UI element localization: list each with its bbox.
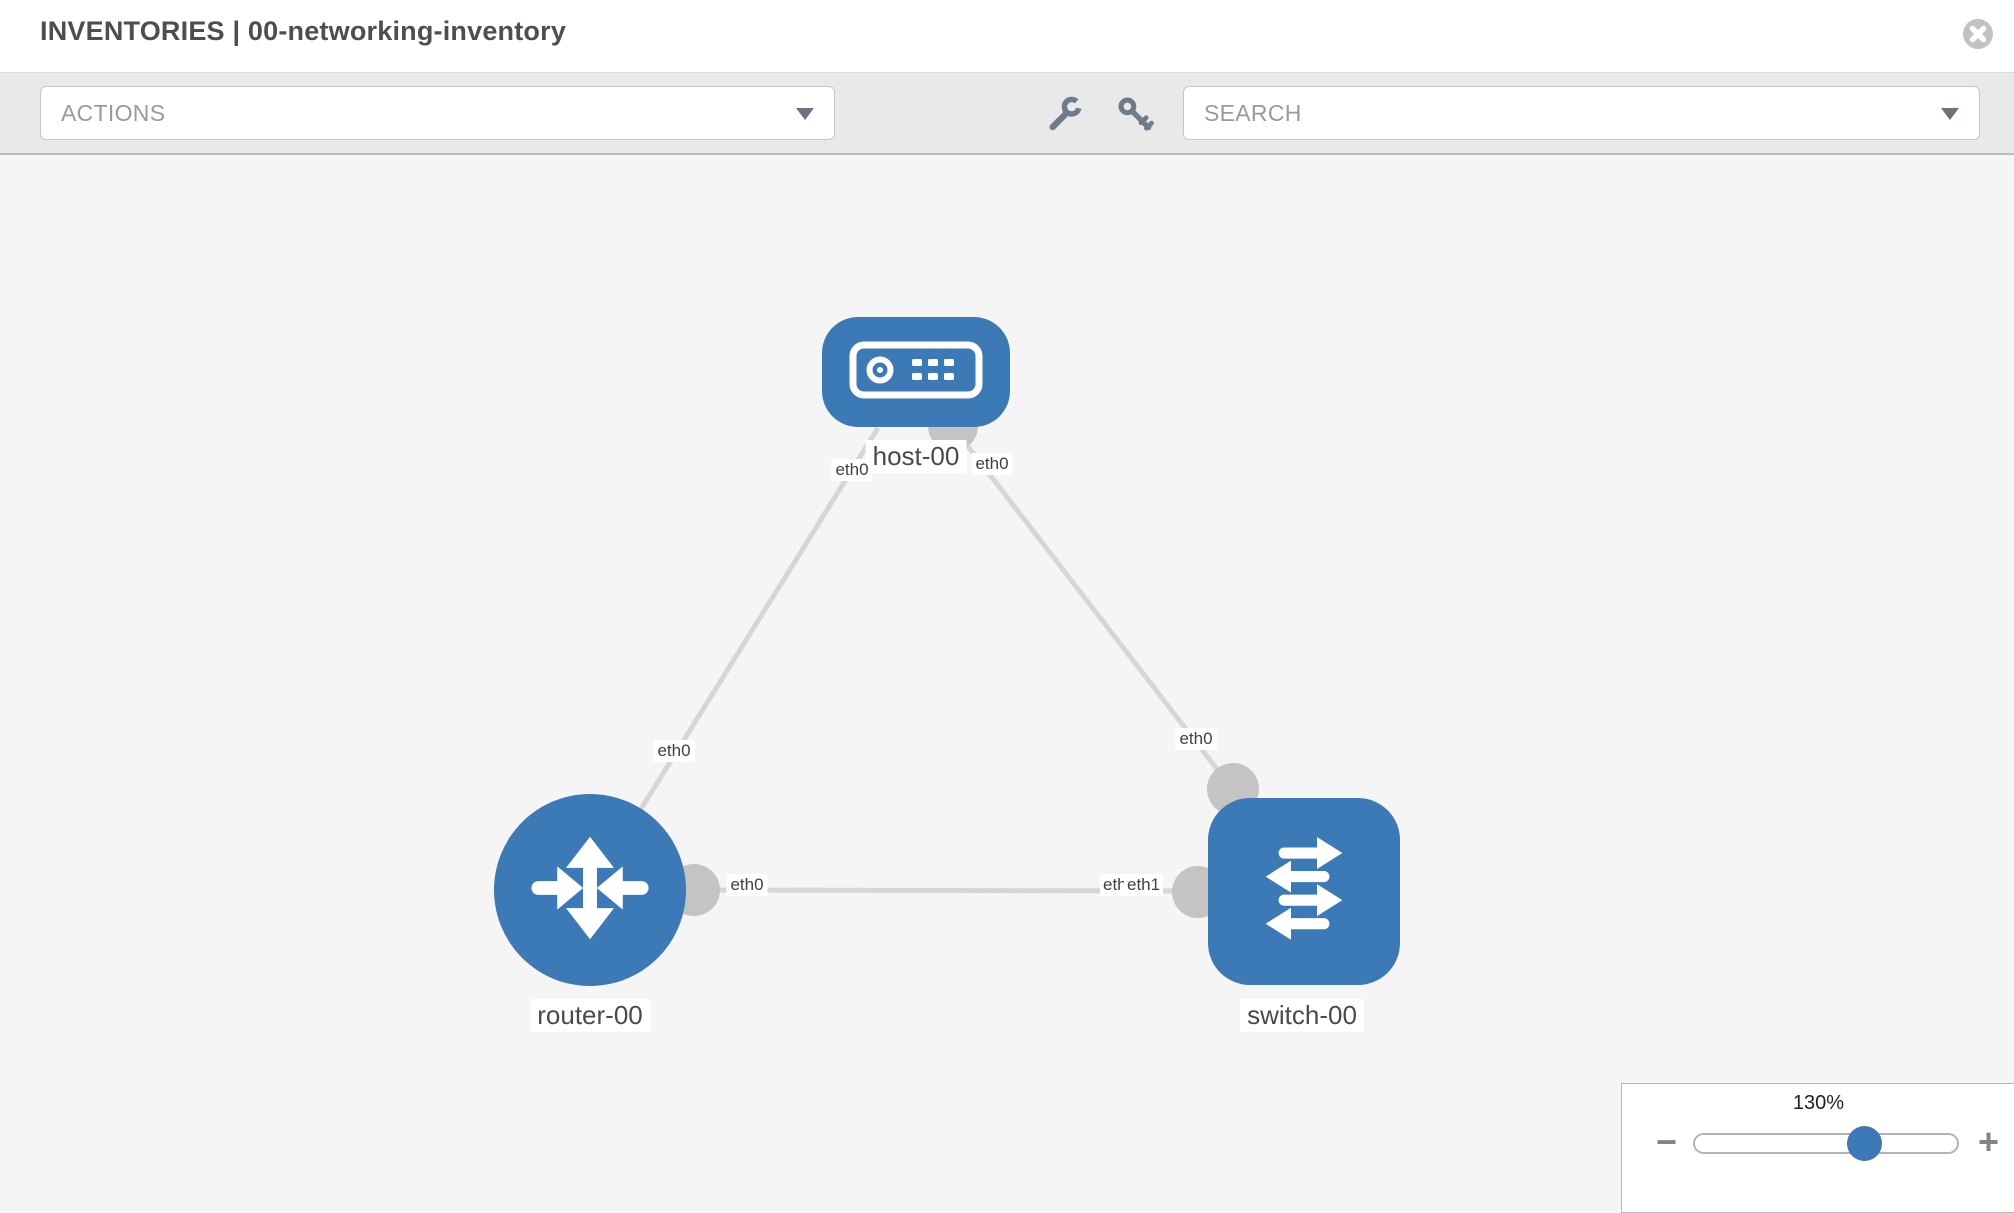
toolbar: ACTIONS SEARCH bbox=[0, 73, 2014, 155]
node-label-switch-00: switch-00 bbox=[1240, 999, 1364, 1032]
interface-label-switch-left-eth1: eth1 bbox=[1124, 874, 1164, 896]
zoom-panel: 130% − + bbox=[1621, 1083, 2014, 1213]
zoom-slider-thumb[interactable] bbox=[1847, 1126, 1882, 1161]
interface-label-switch-top: eth0 bbox=[1175, 728, 1217, 750]
zoom-slider-track[interactable] bbox=[1693, 1133, 1959, 1154]
node-label-router-00: router-00 bbox=[530, 999, 650, 1032]
zoom-in-button[interactable]: + bbox=[1978, 1121, 2000, 1162]
interface-label-host-right: eth0 bbox=[971, 453, 1013, 475]
zoom-out-button[interactable]: − bbox=[1656, 1121, 1678, 1162]
interface-label-router-uplink: eth0 bbox=[653, 740, 695, 762]
chevron-down-icon bbox=[1941, 108, 1959, 120]
node-switch-00[interactable] bbox=[1208, 798, 1400, 985]
search-dropdown[interactable]: SEARCH bbox=[1183, 86, 1980, 140]
zoom-level-readout: 130% bbox=[1792, 1092, 1845, 1114]
search-placeholder: SEARCH bbox=[1204, 99, 1302, 126]
node-router-00[interactable] bbox=[494, 794, 686, 986]
page-title: INVENTORIES | 00-networking-inventory bbox=[40, 16, 567, 46]
chevron-down-icon bbox=[796, 108, 814, 120]
interface-label-router-right: eth0 bbox=[726, 874, 768, 896]
link-host-router bbox=[605, 426, 881, 864]
host-icon bbox=[849, 341, 983, 404]
router-icon bbox=[527, 825, 653, 956]
switch-icon bbox=[1242, 827, 1366, 956]
actions-dropdown-label: ACTIONS bbox=[61, 99, 166, 126]
actions-dropdown[interactable]: ACTIONS bbox=[40, 86, 835, 140]
close-icon[interactable] bbox=[1962, 18, 1994, 50]
interface-label-host-left: eth0 bbox=[831, 459, 873, 481]
key-icon[interactable] bbox=[1116, 95, 1154, 133]
interface-label-switch-left-overlap: eth0 eth1 bbox=[1100, 874, 1170, 898]
wrench-icon[interactable] bbox=[1046, 93, 1084, 133]
page-header: INVENTORIES | 00-networking-inventory bbox=[0, 0, 2014, 73]
node-label-host-00: host-00 bbox=[865, 440, 967, 473]
node-host-00[interactable] bbox=[822, 317, 1010, 427]
